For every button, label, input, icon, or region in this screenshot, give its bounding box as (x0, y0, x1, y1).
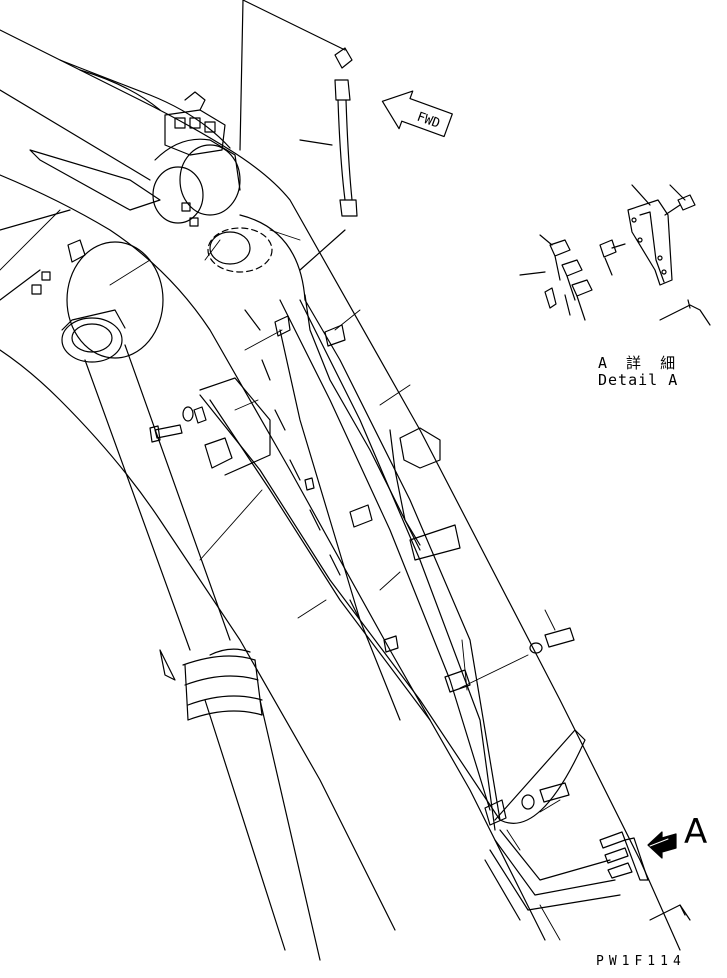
detail-title-en: Detail A (598, 371, 679, 389)
detail-title-jp: A 詳 細 (598, 354, 681, 372)
fwd-arrow: FWD (376, 83, 455, 145)
fasteners (150, 407, 648, 880)
detail-a-inset (520, 185, 710, 325)
view-arrow-a (648, 832, 676, 858)
fwd-label: FWD (415, 110, 442, 132)
view-marker-label: A (684, 812, 708, 852)
boom-body (0, 30, 680, 950)
arm-cylinder (62, 242, 320, 960)
boom-foot-fittings (32, 92, 272, 294)
lower-right-edge (650, 905, 690, 920)
leader-lines (0, 210, 560, 940)
hydraulic-piping (200, 215, 620, 920)
drawing-code: PW1F114 (596, 954, 686, 969)
upper-hose (240, 0, 357, 270)
pipe-clamps (200, 316, 506, 825)
